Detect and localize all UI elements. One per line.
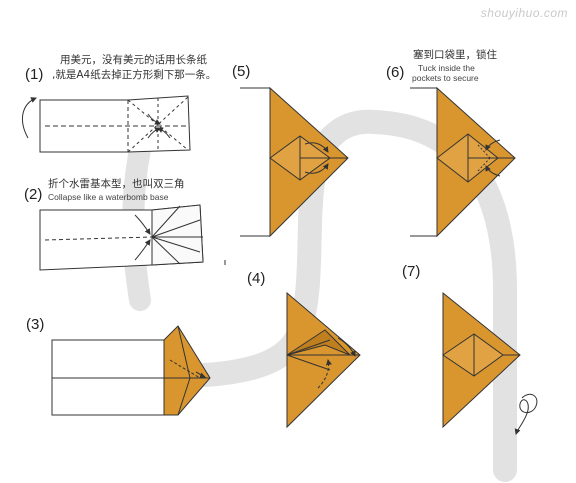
step1-number: (1) [25,66,44,83]
step3-number: (3) [26,316,45,333]
step6-tuck [410,86,516,238]
step1-text-line2: ,就是A4纸去掉正方形剩下那一条。 [52,69,217,81]
step6-text-en-line1: Tuck inside the [418,63,475,73]
step2-text-en: Collapse like a waterbomb base [48,192,169,202]
step1-text-line1: 用美元，没有美元的话用长条纸 [60,54,207,66]
step6-text-en-line2: pockets to secure [412,73,479,83]
step5-fold [240,86,349,238]
step7-number: (7) [402,263,421,280]
step2-text-zh: 折个水雷基本型，也叫双三角 [48,178,185,190]
step4-number: (4) [247,270,266,287]
step2-collapse [39,204,204,271]
step6-number: (6) [386,64,405,81]
step5-number: (5) [232,63,251,80]
step1-strip [21,95,191,153]
step4-fold [224,260,361,429]
step3-rectangle [51,325,211,416]
step2-number: (2) [24,186,43,203]
step7-finished [442,291,538,435]
watermark-text: shouyihuo.com [480,6,568,20]
step6-text-zh: 塞到口袋里，锁住 [413,49,497,61]
